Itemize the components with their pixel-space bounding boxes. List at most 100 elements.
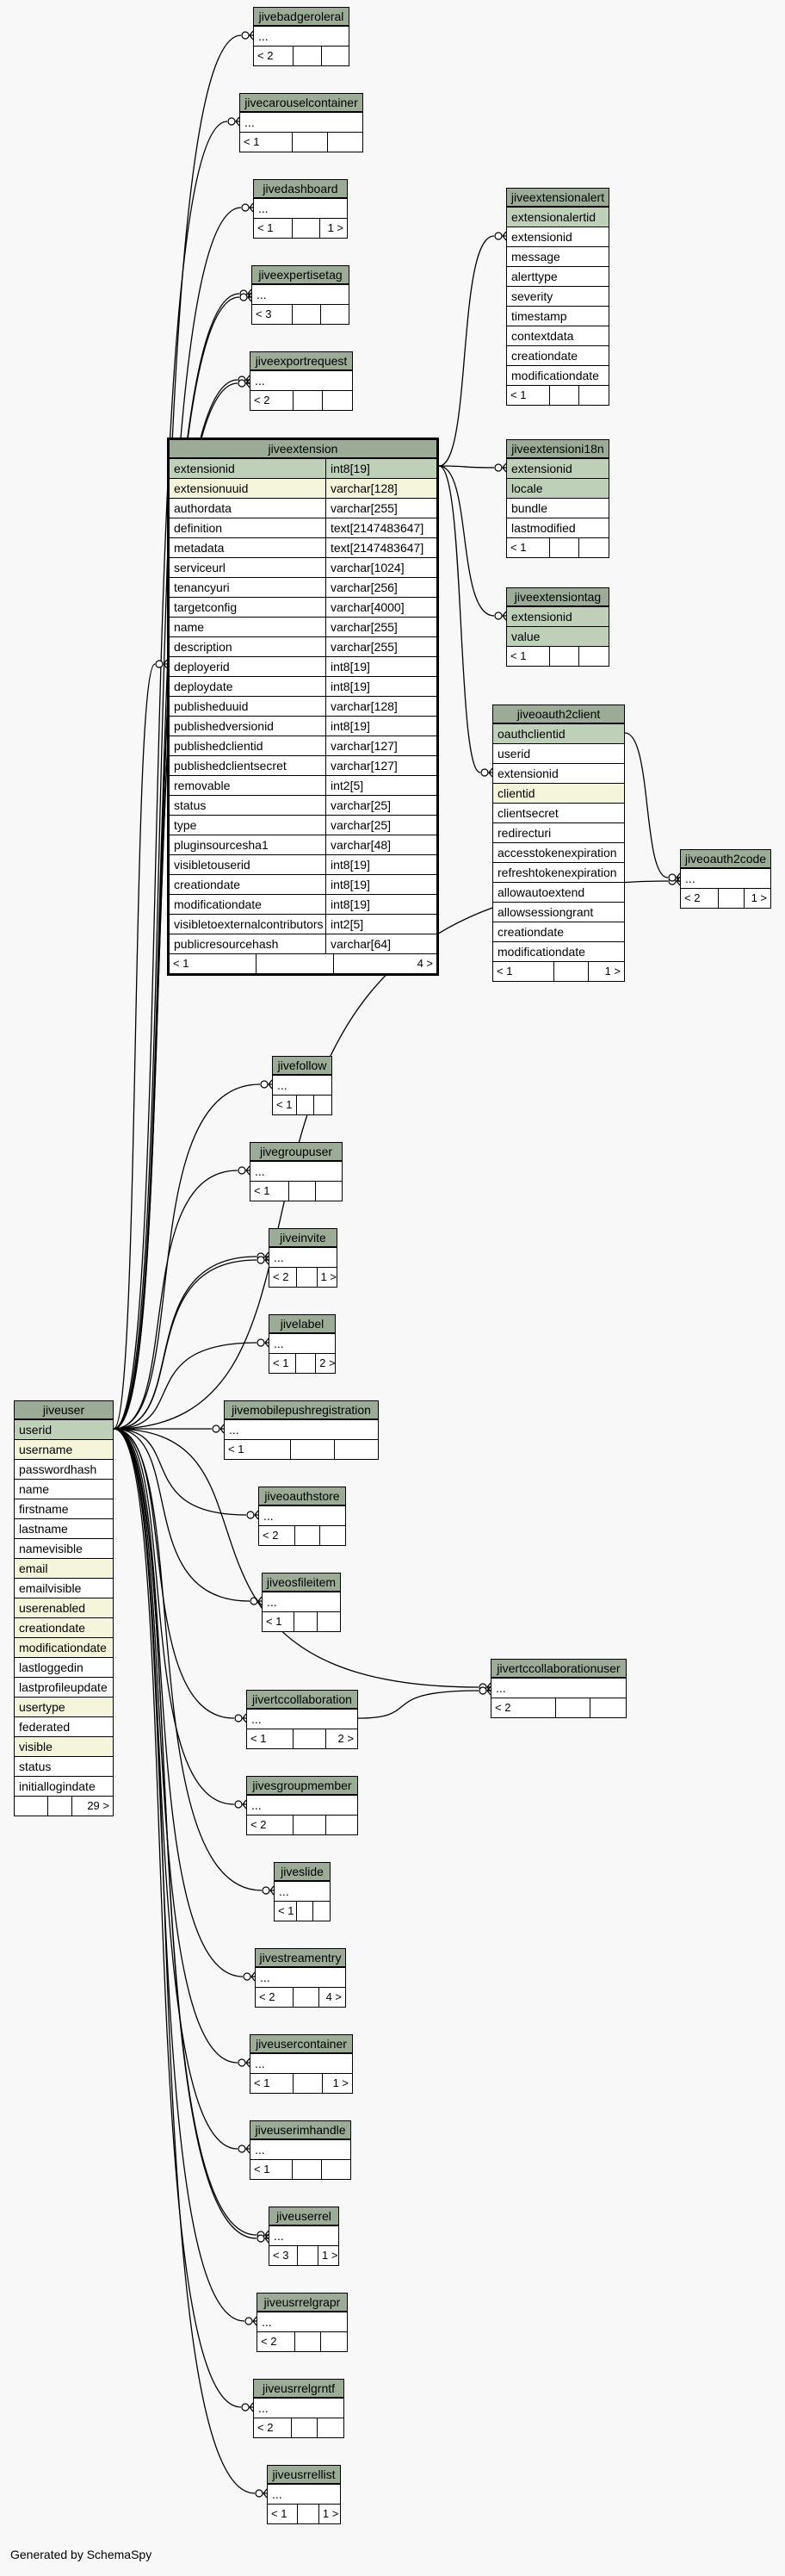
column-row[interactable]: ... bbox=[257, 2312, 347, 2331]
table-title[interactable]: jiveextensionalert bbox=[507, 189, 609, 207]
column-row[interactable]: name bbox=[15, 1479, 113, 1499]
children-count[interactable] bbox=[320, 47, 349, 65]
parents-count[interactable]: < 2 bbox=[257, 2421, 274, 2434]
column-row[interactable]: federated bbox=[15, 1716, 113, 1736]
column-row[interactable]: username bbox=[15, 1439, 113, 1459]
column-row[interactable]: initiallogindate bbox=[15, 1776, 113, 1796]
table-title[interactable]: jiveuser bbox=[15, 1401, 113, 1419]
parents-count[interactable]: < 1 bbox=[510, 649, 527, 662]
children-count[interactable]: 1 > bbox=[318, 2505, 340, 2523]
children-count[interactable] bbox=[322, 391, 352, 410]
table-title[interactable]: jivebadgeroleral bbox=[254, 8, 349, 26]
column-row[interactable]: modificationdate bbox=[507, 365, 609, 385]
parents-count[interactable]: < 2 bbox=[259, 1990, 275, 2003]
column-row[interactable]: contextdata bbox=[507, 326, 609, 345]
table-title[interactable]: jiveuserrel bbox=[269, 2207, 338, 2225]
column-row[interactable]: value bbox=[507, 626, 609, 646]
table-jivemobilepushregistration[interactable]: jivemobilepushregistration...< 1 bbox=[224, 1400, 379, 1460]
column-row[interactable]: ... bbox=[254, 26, 349, 46]
parents-count[interactable]: < 2 bbox=[273, 1270, 289, 1283]
column-row[interactable]: extensionalertid bbox=[507, 207, 609, 227]
table-title[interactable]: jivemobilepushregistration bbox=[225, 1401, 378, 1419]
table-title[interactable]: jiveinvite bbox=[269, 1229, 337, 1247]
column-row[interactable]: ... bbox=[275, 1881, 330, 1901]
column-row[interactable]: ... bbox=[240, 112, 362, 132]
column-row[interactable]: ... bbox=[268, 2484, 340, 2504]
column-row[interactable]: alerttype bbox=[507, 266, 609, 286]
column-row[interactable]: status bbox=[15, 1756, 113, 1776]
children-count[interactable] bbox=[320, 2332, 347, 2351]
parents-count[interactable]: < 1 bbox=[497, 965, 513, 978]
parents-count[interactable]: < 1 bbox=[510, 541, 527, 554]
table-jiveosfileitem[interactable]: jiveosfileitem...< 1 bbox=[262, 1573, 341, 1632]
column-row[interactable]: allowsessiongrant bbox=[493, 902, 624, 922]
children-count[interactable] bbox=[319, 1526, 345, 1545]
column-row[interactable]: userid bbox=[15, 1419, 113, 1439]
table-jiveexportrequest[interactable]: jiveexportrequest...< 2 bbox=[250, 351, 353, 411]
table-jiveslide[interactable]: jiveslide...< 1 bbox=[274, 1862, 331, 1921]
column-row[interactable]: ... bbox=[269, 1333, 335, 1353]
column-row[interactable]: email bbox=[15, 1558, 113, 1578]
children-count[interactable]: 1 > bbox=[318, 2246, 338, 2265]
children-count[interactable] bbox=[314, 1182, 342, 1201]
table-title[interactable]: jiveoauth2client bbox=[493, 705, 624, 723]
parents-count[interactable]: < 1 bbox=[266, 1615, 282, 1628]
column-row[interactable]: extensionid bbox=[493, 763, 624, 783]
children-count[interactable] bbox=[325, 1816, 357, 1834]
parents-count[interactable]: < 3 bbox=[256, 307, 272, 320]
children-count[interactable] bbox=[317, 2418, 343, 2437]
parents-count[interactable]: < 1 bbox=[254, 1184, 270, 1197]
children-count[interactable]: 1 > bbox=[744, 889, 770, 908]
column-row[interactable]: ... bbox=[250, 370, 352, 390]
table-jiveoauthstore[interactable]: jiveoauthstore...< 2 bbox=[258, 1487, 346, 1546]
column-row[interactable]: passwordhash bbox=[15, 1459, 113, 1479]
parents-count[interactable]: < 1 bbox=[244, 135, 260, 148]
table-title[interactable]: jivestreamentry bbox=[256, 1949, 345, 1967]
parents-count[interactable]: < 1 bbox=[173, 957, 189, 970]
column-row[interactable]: lastname bbox=[15, 1518, 113, 1538]
parents-count[interactable]: < 3 bbox=[273, 2249, 289, 2262]
children-count[interactable] bbox=[320, 305, 349, 324]
parents-count[interactable]: < 1 bbox=[273, 1356, 289, 1369]
table-title[interactable]: jiveslide bbox=[275, 1863, 330, 1881]
column-row[interactable]: refreshtokenexpiration bbox=[493, 862, 624, 882]
table-title[interactable]: jiveusrrelgrntf bbox=[254, 2380, 343, 2398]
column-row[interactable]: lastmodified bbox=[507, 518, 609, 537]
table-title[interactable]: jiveoauth2code bbox=[681, 850, 770, 868]
column-row[interactable]: oauthclientid bbox=[493, 723, 624, 743]
children-count[interactable] bbox=[317, 1612, 340, 1631]
table-title[interactable]: jiveuserimhandle bbox=[250, 2121, 350, 2139]
table-jiveuserimhandle[interactable]: jiveuserimhandle...< 1 bbox=[250, 2120, 351, 2180]
column-row[interactable]: ... bbox=[254, 198, 347, 218]
children-count[interactable]: 29 > bbox=[71, 1797, 113, 1816]
parents-count[interactable]: < 1 bbox=[254, 2076, 270, 2089]
parents-count[interactable]: < 1 bbox=[250, 1732, 267, 1745]
children-count[interactable]: 1 > bbox=[316, 1268, 337, 1287]
table-jiveexpertisetag[interactable]: jiveexpertisetag...< 3 bbox=[251, 265, 349, 325]
column-row[interactable]: accesstokenexpiration bbox=[493, 842, 624, 862]
table-jivebadgeroleral[interactable]: jivebadgeroleral...< 2 bbox=[253, 7, 349, 66]
column-row[interactable]: extensionid bbox=[507, 458, 609, 478]
parents-count[interactable]: < 2 bbox=[263, 1529, 279, 1542]
children-count[interactable]: 4 > bbox=[318, 1988, 345, 2007]
